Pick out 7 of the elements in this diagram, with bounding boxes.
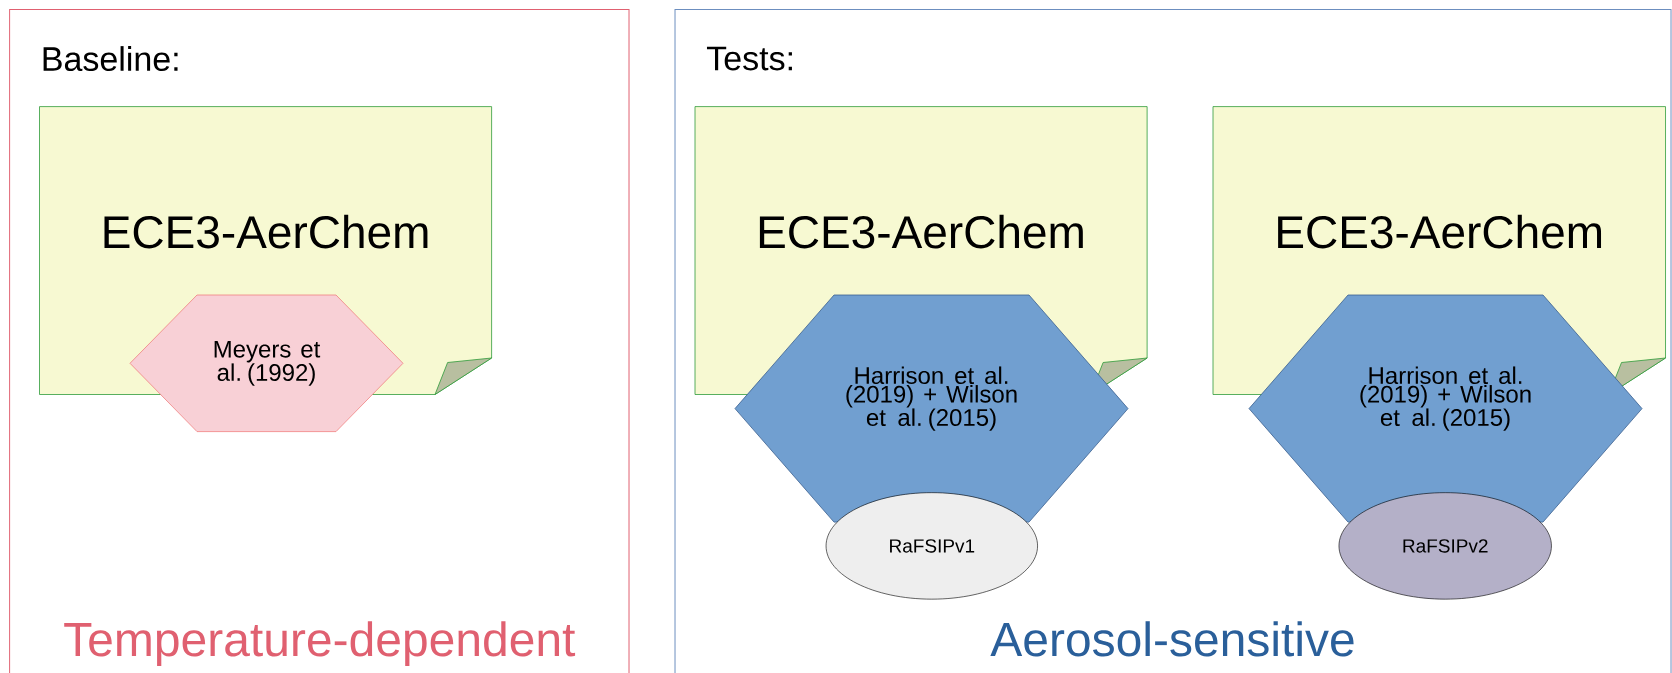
- panel-title: Temperature-dependent: [64, 621, 576, 666]
- panel-heading: Baseline:: [43, 46, 178, 72]
- hexagon: Meyers et al. (1992): [129, 294, 404, 432]
- panel-title: Aerosol-sensitive: [990, 621, 1354, 657]
- hexagon: Harrison et al. (2019) + Wilson et al. (2015): [734, 294, 1129, 523]
- panel-heading: Tests:: [707, 46, 792, 71]
- hexagon: Harrison et al. (2019) + Wilson et al. (2015): [1248, 294, 1643, 523]
